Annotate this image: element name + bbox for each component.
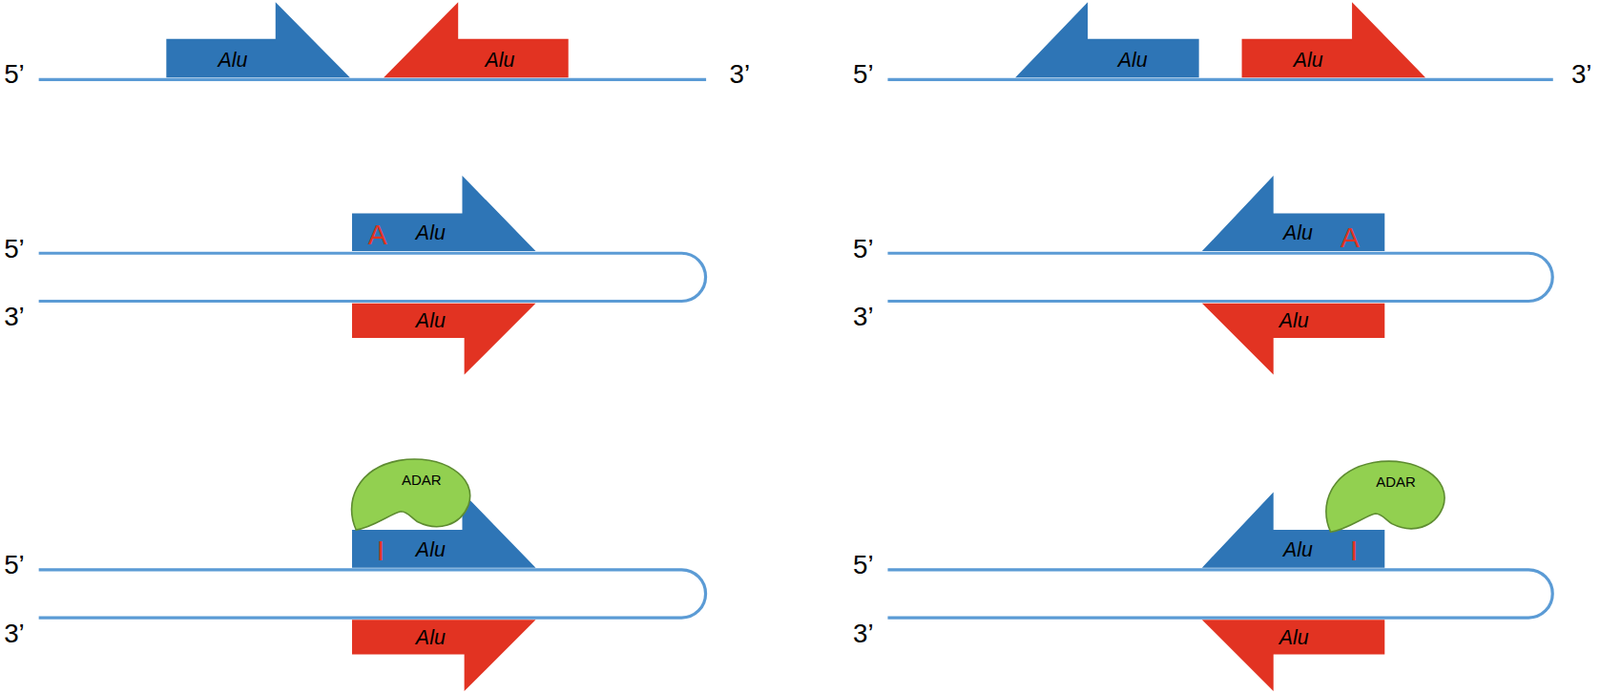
strand-end-label: 3’ xyxy=(729,60,751,87)
alu-arrow-outline xyxy=(166,1,351,78)
element-name: Alu xyxy=(485,48,516,69)
adar-outline xyxy=(352,458,471,530)
alu-element: A Alu xyxy=(352,175,537,251)
alu-arrow-outline xyxy=(352,175,537,251)
element-name: Alu xyxy=(217,48,248,69)
alu-arrow-outline xyxy=(1242,1,1427,78)
element-name: Alu xyxy=(1283,222,1313,243)
enzyme-name: ADAR xyxy=(1375,474,1416,489)
alu-arrow-outline xyxy=(352,303,537,375)
alu-element: Alu xyxy=(1242,1,1427,78)
adar-enzyme: ADAR xyxy=(350,457,473,534)
element-name: Alu xyxy=(1293,48,1324,69)
element-name: Alu xyxy=(415,626,446,647)
element-name: Alu xyxy=(1118,48,1148,69)
strand-end-label: 5’ xyxy=(852,60,874,87)
base-letter: A xyxy=(368,220,388,250)
strand-end-label: 5’ xyxy=(852,234,874,262)
rna-hairpin xyxy=(39,252,707,301)
alu-arrow-outline xyxy=(383,1,569,78)
rna-strand xyxy=(39,78,707,82)
element-name: Alu xyxy=(415,222,446,243)
rna-hairpin xyxy=(887,252,1553,301)
alu-element: Alu xyxy=(352,303,537,375)
adar-shape xyxy=(350,457,473,534)
alu-element: Alu xyxy=(1202,303,1385,375)
strand-end-label: 3’ xyxy=(852,619,874,646)
enzyme-name: ADAR xyxy=(401,472,442,487)
strand-end-label: 3’ xyxy=(1571,60,1593,87)
alu-arrow-shape xyxy=(383,1,569,78)
alu-arrow-shape xyxy=(1242,1,1427,78)
strand-end-label: 3’ xyxy=(852,303,874,331)
base-letter: I xyxy=(376,537,385,566)
element-name: Alu xyxy=(1283,539,1313,560)
alu-arrow-outline xyxy=(1202,303,1385,375)
alu-arrow-outline xyxy=(352,619,537,691)
alu-arrow-shape xyxy=(166,1,351,78)
alu-arrow-outline xyxy=(1015,1,1200,78)
base-letter: I xyxy=(1350,537,1358,566)
adar-outline xyxy=(1326,460,1445,532)
alu-element: Alu xyxy=(352,619,537,691)
alu-element: Alu xyxy=(1202,619,1385,691)
alu-element: Alu xyxy=(383,1,569,78)
alu-element: Alu xyxy=(1015,1,1200,78)
adar-shape xyxy=(1324,459,1447,536)
alu-arrow-shape xyxy=(1015,1,1200,78)
strand-end-label: 3’ xyxy=(3,303,25,331)
strand-end-label: 5’ xyxy=(3,234,25,262)
strand-end-label: 5’ xyxy=(852,551,874,579)
adar-enzyme: ADAR xyxy=(1324,459,1447,536)
alu-arrow-outline xyxy=(352,491,537,567)
element-name: Alu xyxy=(1279,310,1310,331)
element-name: Alu xyxy=(415,539,446,560)
alu-arrow-outline xyxy=(1202,619,1385,691)
element-name: Alu xyxy=(415,310,446,331)
alu-arrow-outline xyxy=(1202,491,1385,567)
strand-end-label: 5’ xyxy=(3,60,25,87)
alu-element: Alu xyxy=(166,1,351,78)
alu-element: Alu A xyxy=(1202,175,1385,251)
rna-hairpin xyxy=(39,569,707,618)
rna-hairpin xyxy=(887,569,1553,618)
strand-end-label: 5’ xyxy=(3,551,25,579)
base-letter: A xyxy=(1340,223,1360,252)
element-name: Alu xyxy=(1279,626,1310,647)
strand-end-label: 3’ xyxy=(3,619,25,646)
rna-strand xyxy=(887,78,1553,82)
